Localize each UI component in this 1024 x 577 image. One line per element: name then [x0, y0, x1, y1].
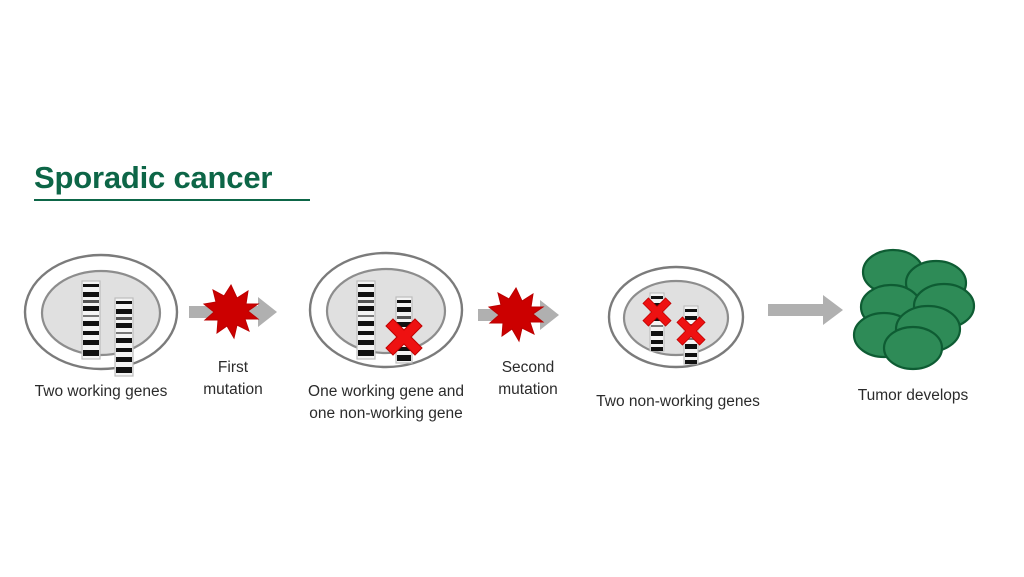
caption-stage-2: One working gene and one non-working gen…	[308, 383, 464, 423]
tumor-cluster	[852, 248, 976, 371]
mutation-arrow-1	[189, 284, 277, 339]
mutation-x-mark	[385, 318, 423, 356]
mutation-arrow-2	[478, 287, 559, 342]
caption-arrow-2: Second mutation	[498, 359, 558, 399]
page-title: Sporadic cancer	[34, 160, 273, 195]
caption-arrow-1: First mutation	[203, 359, 263, 399]
cell-stage-2	[308, 251, 464, 369]
caption-stage-3: Two non-working genes	[596, 393, 760, 410]
cell-stage-1	[23, 253, 179, 377]
mutation-x-mark	[676, 316, 706, 346]
page-title-underline	[34, 199, 310, 201]
cell-stage-3	[607, 265, 745, 369]
mutation-x-mark	[642, 297, 672, 327]
caption-stage-4: Tumor develops	[857, 387, 969, 404]
plain-arrow-3	[768, 295, 843, 325]
caption-stage-1: Two working genes	[34, 383, 168, 400]
